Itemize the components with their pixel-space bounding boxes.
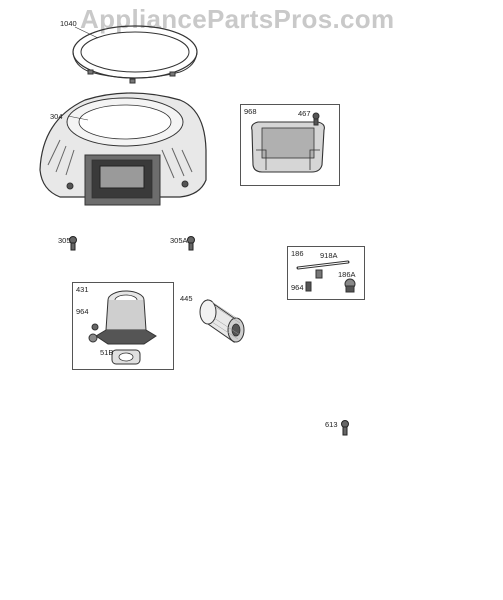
part-label-186[interactable]: 186 [291,249,304,258]
part-label-1040[interactable]: 1040 [60,19,77,28]
kit-box-186 [287,246,365,300]
part-label-467[interactable]: 467 [298,109,311,118]
part-label-445[interactable]: 445 [180,294,193,303]
blower-housing [39,92,207,206]
grass-screen-ring [72,25,198,84]
part-label-305[interactable]: 305 [58,236,71,245]
part-label-964-kit186[interactable]: 964 [291,283,304,292]
part-label-964-kit431[interactable]: 964 [76,307,89,316]
screw-613 [341,420,349,436]
screw-305A [187,236,195,251]
watermark: AppliancePartsPros.com [80,4,395,34]
part-label-186A[interactable]: 186A [338,270,356,279]
kit-box-431 [72,282,174,370]
air-cleaner-base [88,290,157,365]
part-label-305A[interactable]: 305A [170,236,188,245]
kit-box-968 [240,104,340,186]
screw-305 [69,236,77,251]
air-filter-cartridge [199,299,245,343]
part-label-51B[interactable]: 51B [100,348,114,357]
part-label-968[interactable]: 968 [244,107,257,116]
air-cleaner-cover [251,112,325,173]
breather-tube-kit [296,260,356,293]
part-label-431[interactable]: 431 [76,285,89,294]
part-label-613[interactable]: 613 [325,420,338,429]
part-label-304[interactable]: 304 [50,112,63,121]
part-label-918A[interactable]: 918A [320,251,338,260]
